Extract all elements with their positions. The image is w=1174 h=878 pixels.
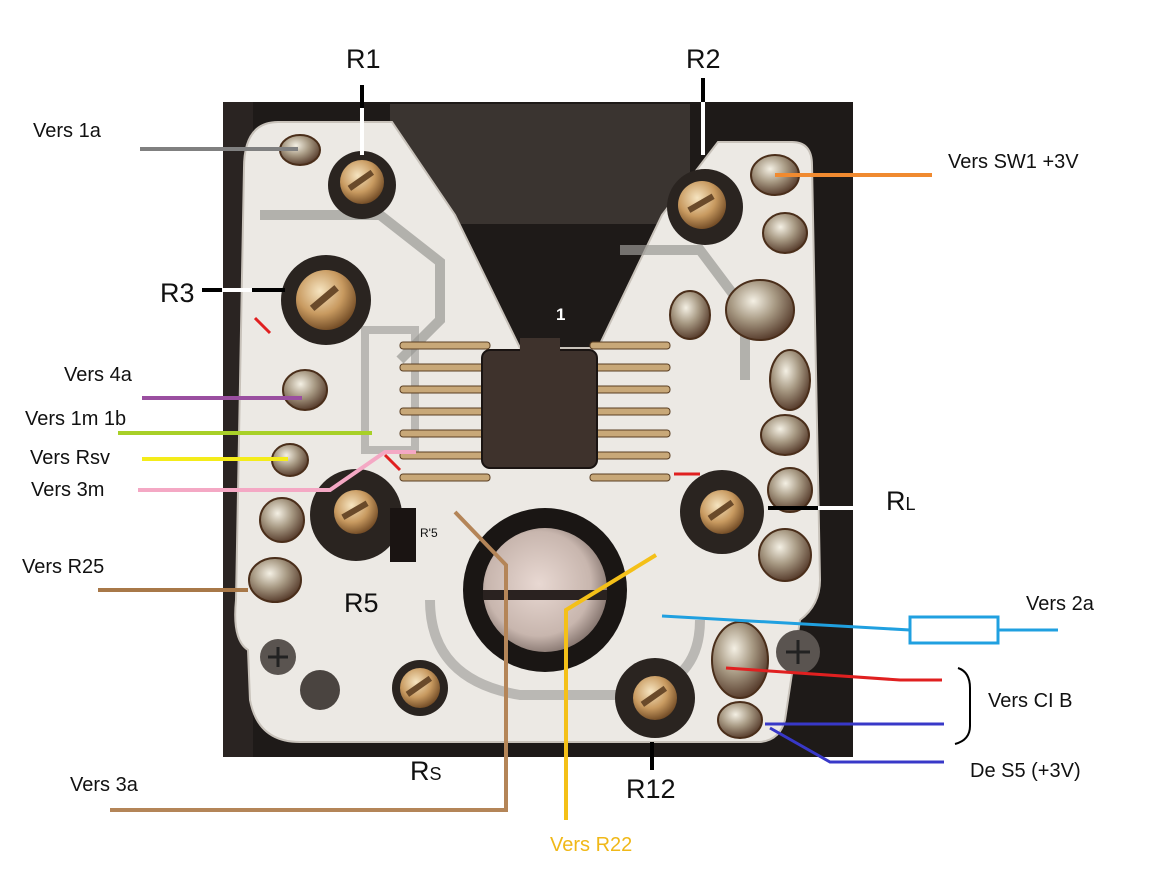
- label-vers-3m: Vers 3m: [31, 479, 105, 501]
- chip-leads-left: [399, 341, 491, 482]
- label-vers-r22: Vers R22: [550, 834, 633, 856]
- label-vers-3a: Vers 3a: [70, 774, 138, 796]
- label-vers-cib: Vers CI B: [988, 690, 1073, 712]
- solder-pads: [248, 134, 813, 739]
- chip-leads-right: [589, 341, 671, 482]
- trace-outline-left: [260, 210, 445, 364]
- trimmer-r1: [328, 151, 396, 219]
- label-r5: R5: [344, 588, 379, 618]
- trimmer-rl: [680, 470, 764, 554]
- label-vers-rsv: Vers Rsv: [30, 447, 111, 469]
- label-vers-2a: Vers 2a: [1026, 593, 1094, 615]
- brace-vers-cib: [954, 667, 971, 745]
- pointer-vers-3a: [110, 510, 508, 812]
- red-mark-r3: [253, 316, 272, 335]
- label-vers-sw1: Vers SW1 +3V: [948, 151, 1079, 173]
- pointer-vers-2a: [661, 614, 1058, 645]
- label-r12: R12: [626, 774, 676, 804]
- label-rs-main: R: [410, 756, 430, 786]
- corner-screw-right: [776, 630, 820, 674]
- label-rl: RL: [886, 486, 916, 517]
- label-r1: R1: [346, 44, 381, 74]
- trace-outline-bottom: [425, 599, 705, 700]
- ic-chip-top-tab: [520, 338, 560, 352]
- lens-window: [463, 508, 627, 672]
- trace-outline-right: [620, 245, 750, 380]
- trimmer-r12: [615, 658, 695, 738]
- label-vers-4a: Vers 4a: [64, 364, 132, 386]
- label-vers-1a: Vers 1a: [33, 120, 101, 142]
- corner-screw-left-2: [300, 670, 340, 710]
- label-r3: R3: [160, 278, 195, 308]
- red-mark-chip: [383, 453, 402, 472]
- label-rl-main: R: [886, 486, 906, 516]
- trimmer-r3: [281, 255, 371, 345]
- trimmer-r5: [310, 469, 402, 561]
- label-de-s5: De S5 (+3V): [970, 760, 1081, 782]
- pointer-vers-r22: [564, 553, 658, 820]
- trimmer-r2: [667, 169, 743, 245]
- label-rl-sub: L: [905, 494, 916, 514]
- label-rprime5: R'5: [420, 526, 438, 540]
- pointer-vers-cib-red: [725, 666, 942, 682]
- label-vers-1m1b: Vers 1m 1b: [25, 408, 127, 430]
- label-r2: R2: [686, 44, 721, 74]
- corner-screw-left: [260, 639, 296, 675]
- trimmer-rs: [392, 660, 448, 716]
- ic-chip: [481, 349, 598, 469]
- label-rs-sub: S: [429, 764, 442, 784]
- label-pin-1: 1: [556, 305, 566, 324]
- pointer-de-s5: [769, 726, 944, 764]
- label-vers-r25: Vers R25: [22, 556, 105, 578]
- label-rs: RS: [410, 756, 442, 787]
- rprime5-component: [390, 508, 416, 562]
- pointer-vers-3m: [138, 450, 416, 492]
